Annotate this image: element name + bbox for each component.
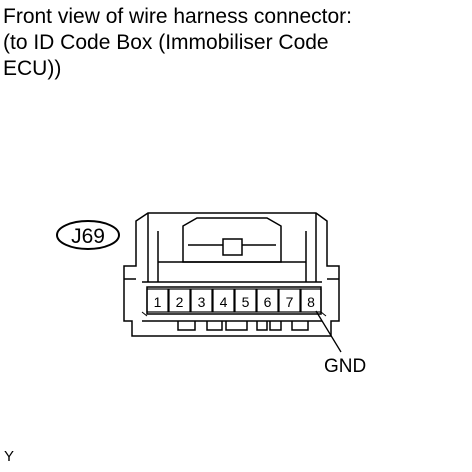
gnd-callout: GND bbox=[315, 310, 366, 377]
pin-2-label: 2 bbox=[176, 294, 184, 310]
gnd-leader-line bbox=[315, 310, 342, 353]
pin-4: 4 bbox=[212, 288, 235, 313]
connector-housing bbox=[123, 212, 340, 337]
pin-8-label: 8 bbox=[307, 294, 315, 310]
pin-6-label: 6 bbox=[264, 294, 272, 310]
connector-id-badge: J69 bbox=[56, 220, 120, 250]
pin-7-label: 7 bbox=[286, 294, 294, 310]
title-line-3: ECU)) bbox=[3, 57, 62, 80]
pin-row: 1 2 3 4 5 6 7 8 bbox=[141, 286, 327, 317]
pin-1: 1 bbox=[146, 288, 169, 313]
figure-title: Front view of wire harness connector: (t… bbox=[3, 4, 463, 82]
pin-3-label: 3 bbox=[198, 294, 206, 310]
pin-1-label: 1 bbox=[154, 294, 162, 310]
pin-8: 8 bbox=[300, 288, 322, 313]
connector-id-label: J69 bbox=[71, 225, 105, 248]
pin-7: 7 bbox=[278, 288, 301, 313]
pin-5: 5 bbox=[234, 288, 257, 313]
pin-6: 6 bbox=[256, 288, 279, 313]
figure-code: Y bbox=[4, 448, 15, 465]
pin-2: 2 bbox=[168, 288, 191, 313]
title-line-1: Front view of wire harness connector: bbox=[3, 5, 352, 28]
gnd-label: GND bbox=[324, 356, 366, 377]
title-line-2: (to ID Code Box (Immobiliser Code bbox=[3, 31, 329, 54]
pin-4-label: 4 bbox=[220, 294, 228, 310]
pin-5-label: 5 bbox=[242, 294, 250, 310]
pin-3: 3 bbox=[190, 288, 213, 313]
